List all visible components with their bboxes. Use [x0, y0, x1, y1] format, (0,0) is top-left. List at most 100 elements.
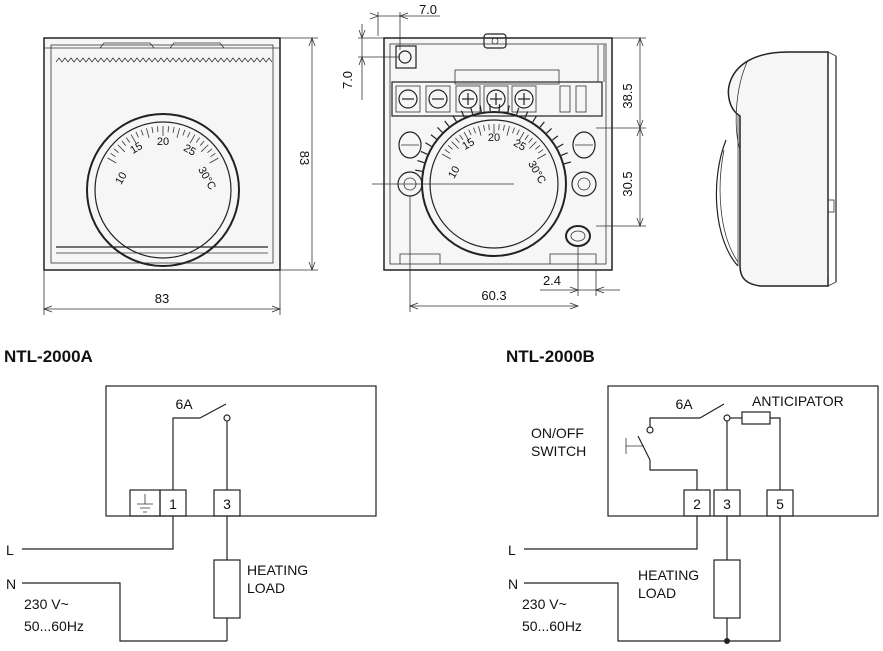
gear-tooth	[479, 105, 482, 113]
earth-icon	[137, 494, 153, 513]
dial-tick	[189, 134, 196, 144]
dial-tick	[107, 157, 117, 164]
back-gear-ring	[415, 104, 572, 172]
dial-tick	[140, 129, 144, 136]
gear-tooth	[546, 127, 552, 134]
dim-upper-label: 38.5	[620, 83, 635, 108]
front-dial-outer	[86, 113, 240, 267]
gear-tooth	[524, 111, 529, 119]
dial-tick	[451, 141, 459, 149]
gear-tooth	[452, 115, 457, 122]
dial-tick	[535, 145, 541, 150]
front-inner-border	[50, 44, 274, 264]
dial-tick	[182, 129, 186, 136]
dial-tick	[478, 125, 482, 136]
front-housing	[43, 37, 281, 271]
onoff-switch-lever	[625, 438, 644, 454]
dial-tick	[538, 149, 544, 154]
gear-tooth	[507, 105, 510, 113]
slot-hole-right	[572, 131, 596, 159]
front-scale-15: 15	[128, 140, 145, 157]
wiring-diagram-a: NTL-2000A 6A 1 3 L N HEATING LOAD 230 V~…	[4, 347, 377, 642]
front-scale-10: 10	[113, 170, 130, 187]
front-scale-25: 25	[181, 142, 198, 159]
front-height-label: 83	[297, 151, 312, 165]
gear-tooth	[437, 127, 443, 133]
terminal-block	[395, 85, 421, 113]
dial-tick	[455, 137, 460, 143]
dial-tick	[524, 134, 529, 140]
switch-contact-a	[199, 403, 227, 419]
dial-tick	[207, 148, 213, 154]
anticipator-resistor	[741, 411, 771, 425]
dial-tick	[537, 153, 547, 160]
gear-tooth	[430, 134, 437, 140]
heating-load-b	[713, 559, 741, 619]
gear-tooth	[420, 150, 428, 155]
junction-dot	[724, 638, 730, 644]
wiring-diagram-b: NTL-2000B 6A ANTICIPATOR ON/OFF SWITCH 2…	[506, 347, 879, 644]
heating-load-a	[213, 559, 241, 619]
dial-tick	[444, 149, 450, 154]
gear-tooth	[460, 110, 465, 118]
front-scale-20: 20	[157, 136, 169, 148]
model-a-title: NTL-2000A	[4, 347, 93, 366]
dial-tick	[151, 126, 154, 133]
gear-tooth	[417, 160, 425, 164]
terminal-screw	[514, 89, 534, 109]
dial-tick	[483, 124, 486, 131]
dial-tick	[110, 152, 116, 158]
side-knob-profile	[715, 139, 739, 267]
back-scale-10: 10	[446, 164, 463, 181]
onoff-switch-label-2: SWITCH	[531, 443, 586, 459]
screw-right	[571, 171, 597, 197]
onoff-switch-contact	[637, 435, 651, 461]
line-N-wire-a	[22, 582, 227, 642]
dial-tick	[518, 131, 525, 141]
current-rating-a: 6A	[175, 396, 193, 412]
load-label-b-1: HEATING	[638, 567, 699, 583]
line-N-b: N	[508, 576, 518, 592]
load-label-a-2: LOAD	[247, 580, 285, 596]
dial-tick	[459, 134, 464, 140]
back-scale-25: 25	[511, 137, 528, 154]
voltage-b: 230 V~	[522, 596, 567, 612]
terminal-5-b-label: 5	[776, 496, 784, 512]
dial-tick	[488, 124, 490, 131]
gear-tooth	[444, 120, 450, 127]
model-b-title: NTL-2000B	[506, 347, 595, 366]
terminal-block	[455, 85, 481, 113]
current-rating-b: 6A	[675, 396, 693, 412]
frequency-b: 50...60Hz	[522, 618, 582, 634]
load-label-b-2: LOAD	[638, 585, 676, 601]
dial-tick	[195, 137, 201, 143]
cable-clamp	[483, 33, 507, 49]
line-L-wire-a	[22, 516, 174, 550]
dim-2-4-label: 2.4	[543, 273, 561, 288]
dial-tick	[113, 148, 119, 154]
dial-tick	[146, 128, 150, 138]
front-dial-ticks	[107, 126, 219, 164]
dim-top-7-label: 7.0	[419, 2, 437, 17]
terminal-3-a-label: 3	[223, 496, 231, 512]
dial-tick	[200, 144, 209, 153]
dial-tick	[172, 126, 175, 133]
terminal-3-b-label: 3	[723, 496, 731, 512]
front-dial-knob	[94, 121, 232, 259]
gear-tooth	[415, 169, 423, 172]
side-housing	[727, 51, 829, 287]
terminal-screw	[398, 89, 418, 109]
line-L-wire-b	[524, 516, 698, 550]
terminal-block	[425, 85, 451, 113]
dial-tick	[463, 131, 470, 141]
dial-tick	[121, 140, 127, 146]
dial-tick	[187, 131, 191, 138]
dial-tick	[210, 152, 216, 158]
back-scale-15: 15	[460, 136, 477, 153]
dial-tick	[135, 131, 139, 138]
dial-tick	[157, 126, 159, 133]
terminal-screw	[428, 89, 448, 109]
back-housing	[383, 37, 613, 271]
terminal-block	[511, 85, 537, 113]
